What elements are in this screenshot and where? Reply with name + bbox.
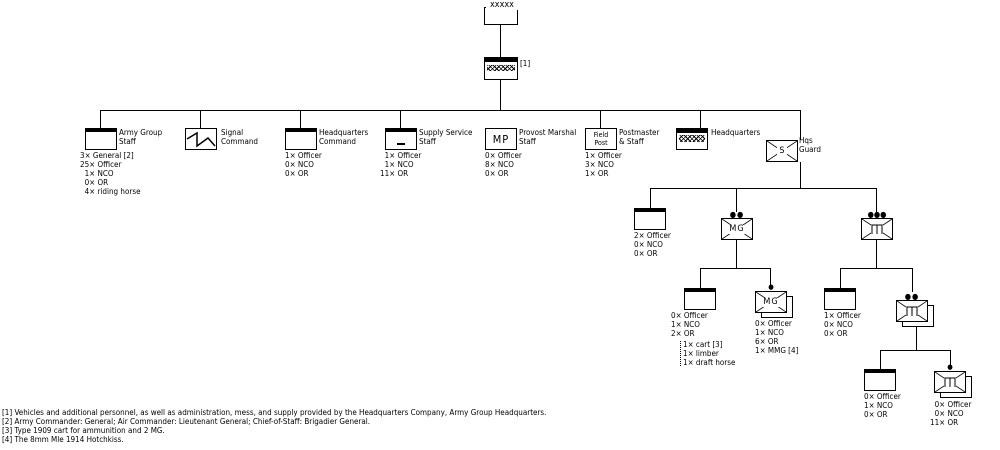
headquarters-label: Headquarters [711,128,761,137]
coy-hq-symbol [864,369,896,391]
mg-section-text: MG [762,296,780,307]
inf-section-strength: 0× Officer 0× NCO 11× OR [930,400,972,427]
inf-section-symbol [934,371,966,393]
army-group-symbol: xxxxx [484,1,518,25]
supply-strength: 1× Officer 1× NCO 11× OR [380,151,422,178]
inf-company-cross-icon [897,301,927,321]
postmaster-symbol: Field Post [585,128,617,150]
mg-hq-strength: 0× Officer 1× NCO 2× OR [671,311,708,338]
hqs-guard-label: Hqs Guard [799,136,821,154]
mg-section-dots: ● [768,283,774,291]
signal-symbol [185,128,217,150]
signal-label: Signal Command [221,128,258,146]
inf-company-dots: ●● [904,292,920,301]
postmaster-field-post: Field Post [593,131,609,147]
mg-company-dots: ●● [729,210,745,219]
coy-hq-strength: 0× Officer 1× NCO 0× OR [864,392,901,419]
provost-label: Provost Marshal Staff [519,128,577,146]
hq-command-strength: 1× Officer 0× NCO 0× OR [285,151,322,178]
staff-symbol [85,128,117,150]
signal-zigzag-icon [186,131,216,148]
staff-strength: 3× General [2] 25× Officer 1× NCO 0× OR … [80,151,141,196]
postmaster-strength: 1× Officer 3× NCO 1× OR [585,151,622,178]
hq-company-symbol [484,57,518,80]
mg-company-symbol: MG [721,218,753,240]
bn-hq-strength: 1× Officer 0× NCO 0× OR [824,311,861,338]
provost-strength: 0× Officer 8× NCO 0× OR [485,151,522,178]
inf-section-dots: ● [947,363,953,371]
hqs-guard-symbol: S [766,140,798,162]
hq-command-symbol [285,128,317,150]
mg-section-symbol: MG [755,291,787,313]
supply-bar-icon [397,143,405,145]
footnotes: [1] Vehicles and additional personnel, a… [2,408,546,444]
footnote-4: [4] The 8mm Mle 1914 Hotchkiss. [2,435,124,444]
guard-s: S [777,145,787,156]
staff-label: Army Group Staff [119,128,163,146]
hq-command-label: Headquarters Command [319,128,369,146]
inf-battalion-dots: ●●● [867,210,887,219]
inf-company-symbol [896,300,928,322]
hq-company-note: [1] [520,59,531,68]
postmaster-label: Postmaster & Staff [619,128,660,146]
footnote-3: [3] Type 1909 cart for ammunition and 2 … [2,426,165,435]
provost-symbol: MP [485,128,517,150]
footnote-1: [1] Vehicles and additional personnel, a… [2,408,547,417]
headquarters-symbol [676,128,708,150]
army-group-echelon: xxxxx [486,1,518,10]
supply-symbol [385,128,417,150]
bn-hq-symbol [824,288,856,310]
mg-section-strength: 0× Officer 1× NCO 6× OR 1× MMG [4] [755,319,799,355]
guard-hq-symbol [634,208,666,230]
guard-hq-strength: 2× Officer 0× NCO 0× OR [634,231,671,258]
mg-hq-equipment: 1× cart [3] 1× limber 1× draft horse [683,340,736,367]
supply-label: Supply Service Staff [419,128,473,146]
mg-company-text: MG [728,223,746,234]
footnote-2: [2] Army Commander: General; Air Command… [2,417,371,426]
inf-battalion-symbol [861,218,893,240]
provost-mp: MP [492,132,510,146]
mg-hq-symbol [684,288,716,310]
inf-section-cross-icon [935,372,965,392]
inf-cross-icon [862,219,892,239]
